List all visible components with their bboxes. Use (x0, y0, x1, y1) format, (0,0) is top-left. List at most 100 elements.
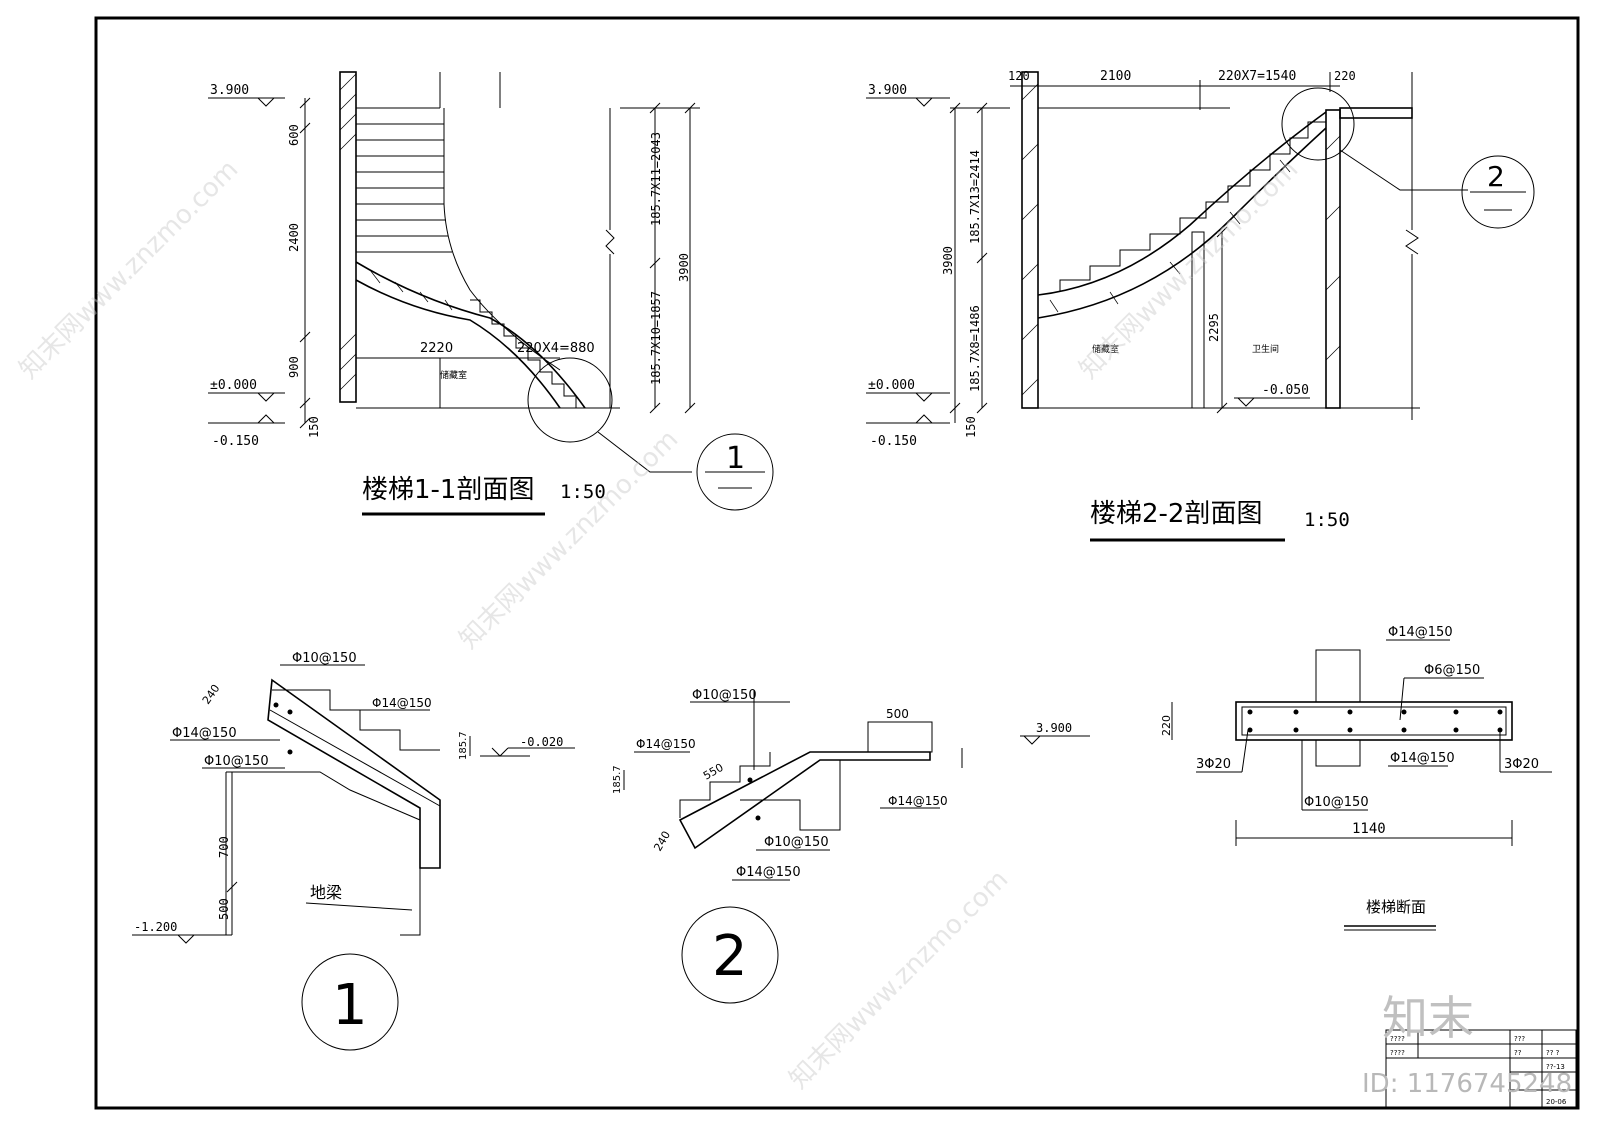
watermark-text-2: 知末网www.znzmo.com (454, 424, 685, 655)
rebar-label-2b: Φ14@150 (636, 737, 696, 751)
dim-900: 900 (287, 356, 301, 378)
dim-chain-left-2: 3900 185.7X13=2414 185.7X8=1486 150 (941, 102, 1010, 438)
dim-120: 120 (1008, 69, 1030, 83)
level-label-d1: -0.020 (520, 735, 563, 749)
dim-550: 550 (701, 761, 726, 783)
section-1-1-title: 楼梯1-1剖面图 (362, 475, 534, 505)
dim-2295: 2295 (1207, 226, 1228, 414)
dim-220x4: 220X4=880 (517, 341, 595, 356)
detail-number-circle-1 (301, 953, 399, 1051)
room-label-bath: 卫生间 (1252, 343, 1279, 355)
dim-240-2: 240 (651, 829, 673, 854)
dim-run-upper-2: 185.7X13=2414 (968, 150, 982, 244)
tb-cell-7: ?? ? (1546, 1049, 1560, 1057)
rebar-label-left: 3Φ20 (1196, 757, 1231, 772)
tb-cell-1: ???? (1390, 1035, 1405, 1043)
dim-run-upper: 185.7X11=2043 (649, 132, 663, 226)
dim-500-1: 500 (217, 898, 231, 920)
detail-number-1: 1 (332, 973, 368, 1038)
watermark-layer: 知末网www.znzmo.com 知末网www.znzmo.com 知末网www… (14, 154, 1572, 1099)
dim-500-2: 500 (886, 707, 909, 721)
dim-run-lower: 185.7X10=1857 (649, 291, 663, 385)
dim-2220: 2220 (420, 341, 453, 356)
upper-flight-treads (356, 108, 561, 371)
rebar-label-2d: Φ10@150 (764, 835, 829, 850)
level-marker-top: 3.900 (208, 83, 285, 107)
dim-top-2: 120 2100 220X7=1540 220 (1008, 69, 1356, 110)
rebar-label-3c: Φ14@150 (1390, 751, 1455, 766)
level-label-low-2: -0.150 (870, 434, 917, 449)
section-2-2-scale: 1:50 (1304, 509, 1350, 531)
dim-220-3: 220 (1160, 715, 1173, 736)
dim-chain-left: 600 2400 900 150 (287, 97, 321, 438)
dim-220x7: 220X7=1540 (1218, 69, 1296, 84)
tb-cell-4: ?? (1514, 1049, 1522, 1057)
stair-flight-2 (1037, 111, 1327, 319)
level-label-d1-low: -1.200 (134, 920, 177, 934)
section-2-2: 3.900 ±0.000 -0.150 3900 185.7X13=2414 1… (866, 69, 1535, 542)
detail-stair-section: Φ14@150 Φ6@150 220 3Φ20 3Φ20 Φ14@150 Φ10… (1160, 625, 1552, 931)
detail-callout-2: 2 (1281, 87, 1535, 229)
dim-chain-right: 185.7X11=2043 185.7X10=1857 3900 (605, 102, 700, 414)
rebar-label-1b: Φ14@150 (372, 696, 432, 710)
level-marker-bath: -0.050 (1234, 383, 1310, 407)
rebar-label-1d: Φ10@150 (204, 754, 269, 769)
rebar-label-2a: Φ10@150 (692, 688, 757, 703)
section-1-1: 3.900 ±0.000 -0.150 600 2400 900 150 (208, 71, 774, 516)
level-marker-top-2: 3.900 (866, 83, 950, 107)
rebar-label-2e: Φ14@150 (736, 865, 801, 880)
stair-section-title: 楼梯断面 (1366, 898, 1426, 916)
dim-1857-2: 185.7 (612, 765, 623, 794)
left-wall (339, 71, 501, 403)
detail-number-circle-2 (681, 906, 779, 1004)
detail-2: Φ10@150 Φ14@150 550 185.7 500 3.900 Φ14@… (612, 688, 1090, 1004)
watermark-id: ID: 1176745248 (1362, 1069, 1572, 1099)
section-2-2-title: 楼梯2-2剖面图 (1090, 499, 1262, 529)
dim-600: 600 (287, 124, 301, 146)
rebar-label-3a: Φ14@150 (1388, 625, 1453, 640)
callout-number-2: 2 (1487, 160, 1505, 193)
detail-callout-1: 1 (527, 357, 774, 511)
section-1-1-scale: 1:50 (560, 481, 606, 503)
watermark-text-4: 知末网www.znzmo.com (784, 864, 1015, 1095)
dim-2295-text: 2295 (1207, 313, 1221, 342)
rebar-label-3d: Φ10@150 (1304, 795, 1369, 810)
dim-150: 150 (307, 416, 321, 438)
dim-run-lower-2: 185.7X8=1486 (968, 305, 982, 392)
watermark-logo: 知末 (1382, 991, 1474, 1045)
room-label-storage: 储藏室 (440, 369, 467, 381)
level-marker-zero: ±0.000 (208, 378, 285, 402)
dim-3900: 3900 (677, 253, 691, 282)
dim-1140: 1140 (1352, 821, 1386, 837)
dim-1857-1: 185.7 (458, 731, 469, 760)
sheet-border (94, 16, 1580, 1110)
detail-number-2: 2 (712, 924, 748, 989)
level-label-d2: 3.900 (1036, 721, 1072, 735)
level-label-bath: -0.050 (1262, 383, 1309, 398)
rebar-label-1a: Φ10@150 (292, 651, 357, 666)
dim-2100: 2100 (1100, 69, 1131, 84)
rebar-label-1c: Φ14@150 (172, 726, 237, 741)
tb-cell-6: 20-06 (1546, 1098, 1567, 1106)
level-label-zero-2: ±0.000 (868, 378, 915, 393)
dim-2400: 2400 (287, 223, 301, 252)
rebar-label-right: 3Φ20 (1504, 757, 1539, 772)
rebar-label-2c: Φ14@150 (888, 794, 948, 808)
level-marker-low: -0.150 (208, 414, 285, 449)
callout-number-1: 1 (726, 441, 745, 476)
tb-cell-2: ???? (1390, 1049, 1405, 1057)
level-label-top: 3.900 (210, 83, 249, 98)
dim-3900-2: 3900 (941, 246, 955, 275)
dim-150-2: 150 (964, 416, 978, 438)
level-label-top-2: 3.900 (868, 83, 907, 98)
watermark-text-1: 知末网www.znzmo.com (14, 154, 245, 385)
level-label-zero: ±0.000 (210, 378, 257, 393)
level-label-low: -0.150 (212, 434, 259, 449)
dim-700: 700 (217, 836, 231, 858)
dim-240-1: 240 (200, 682, 223, 707)
level-marker-low-2: -0.150 (866, 414, 950, 449)
room-label-storage-2: 储藏室 (1092, 343, 1119, 355)
ground-beam-label: 地梁 (310, 883, 342, 902)
stair-slab-section (355, 261, 586, 409)
